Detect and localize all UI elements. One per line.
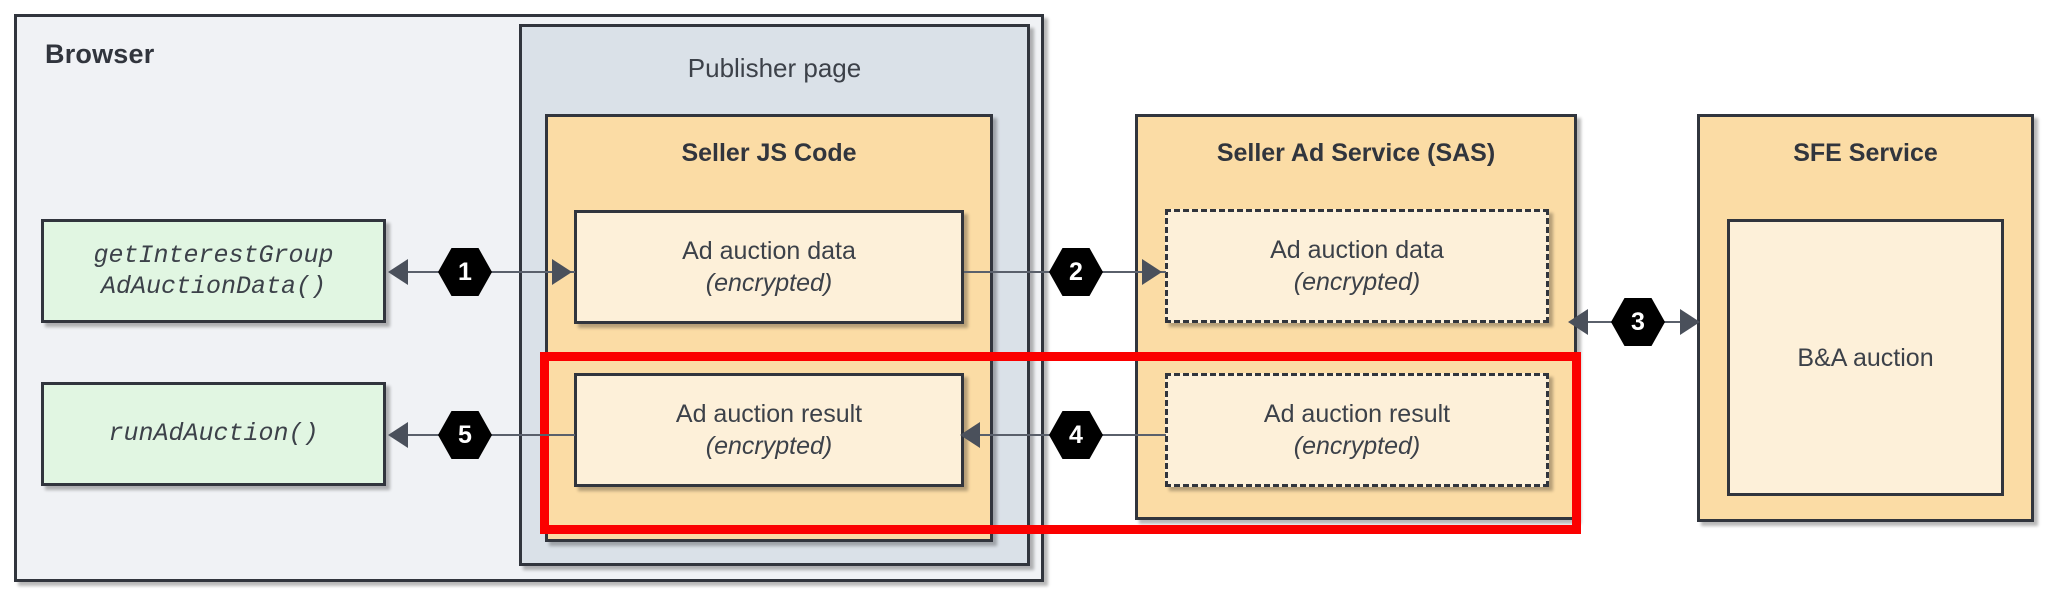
sfe-ba-auction-title: B&A auction bbox=[1797, 343, 1934, 372]
sfe-service-label: SFE Service bbox=[1793, 139, 1938, 167]
connector-3-arrow-right bbox=[1680, 309, 1700, 335]
sas-ad-auction-result-title: Ad auction result bbox=[1263, 400, 1451, 428]
api-run-ad-auction-line1: runAdAuction() bbox=[108, 419, 319, 449]
connector-4-arrow-left bbox=[960, 422, 980, 448]
seller-js-ad-auction-result-box: Ad auction result (encrypted) bbox=[574, 373, 964, 487]
connector-5-arrow-left bbox=[388, 422, 408, 448]
connector-2-arrow-right bbox=[1142, 259, 1162, 285]
seller-js-ad-auction-data-title: Ad auction data bbox=[682, 237, 856, 265]
api-get-interest-group-ad-auction-data-line2: AdAuctionData() bbox=[100, 272, 327, 301]
sas-ad-auction-data-title: Ad auction data bbox=[1270, 236, 1444, 264]
seller-js-ad-auction-result-subtitle: (encrypted) bbox=[705, 432, 833, 460]
connector-1-arrow-left bbox=[388, 259, 408, 285]
sas-ad-auction-data-subtitle: (encrypted) bbox=[1293, 268, 1421, 296]
seller-js-ad-auction-data-subtitle: (encrypted) bbox=[705, 269, 833, 297]
seller-js-ad-auction-result-title: Ad auction result bbox=[675, 400, 863, 428]
api-get-interest-group-ad-auction-data: getInterestGroup AdAuctionData() bbox=[41, 219, 386, 323]
step-badge-4: 4 bbox=[1049, 411, 1103, 459]
sas-ad-auction-result-subtitle: (encrypted) bbox=[1293, 432, 1421, 460]
sfe-ba-auction-box: B&A auction bbox=[1727, 219, 2004, 496]
sas-ad-auction-result-box: Ad auction result (encrypted) bbox=[1165, 373, 1549, 487]
api-run-ad-auction: runAdAuction() bbox=[41, 382, 386, 486]
browser-label: Browser bbox=[45, 39, 155, 69]
api-get-interest-group-ad-auction-data-line1: getInterestGroup bbox=[93, 240, 334, 270]
seller-ad-service-label: Seller Ad Service (SAS) bbox=[1216, 139, 1496, 167]
step-badge-2: 2 bbox=[1049, 248, 1103, 296]
seller-js-ad-auction-data-box: Ad auction data (encrypted) bbox=[574, 210, 964, 324]
connector-1-arrow-right bbox=[552, 259, 572, 285]
step-badge-1: 1 bbox=[438, 248, 492, 296]
seller-js-code-label: Seller JS Code bbox=[681, 139, 857, 167]
step-badge-3: 3 bbox=[1611, 298, 1665, 346]
connector-3-arrow-left bbox=[1568, 309, 1588, 335]
publisher-page-label: Publisher page bbox=[687, 53, 862, 83]
sas-ad-auction-data-box: Ad auction data (encrypted) bbox=[1165, 209, 1549, 323]
step-badge-5: 5 bbox=[438, 411, 492, 459]
